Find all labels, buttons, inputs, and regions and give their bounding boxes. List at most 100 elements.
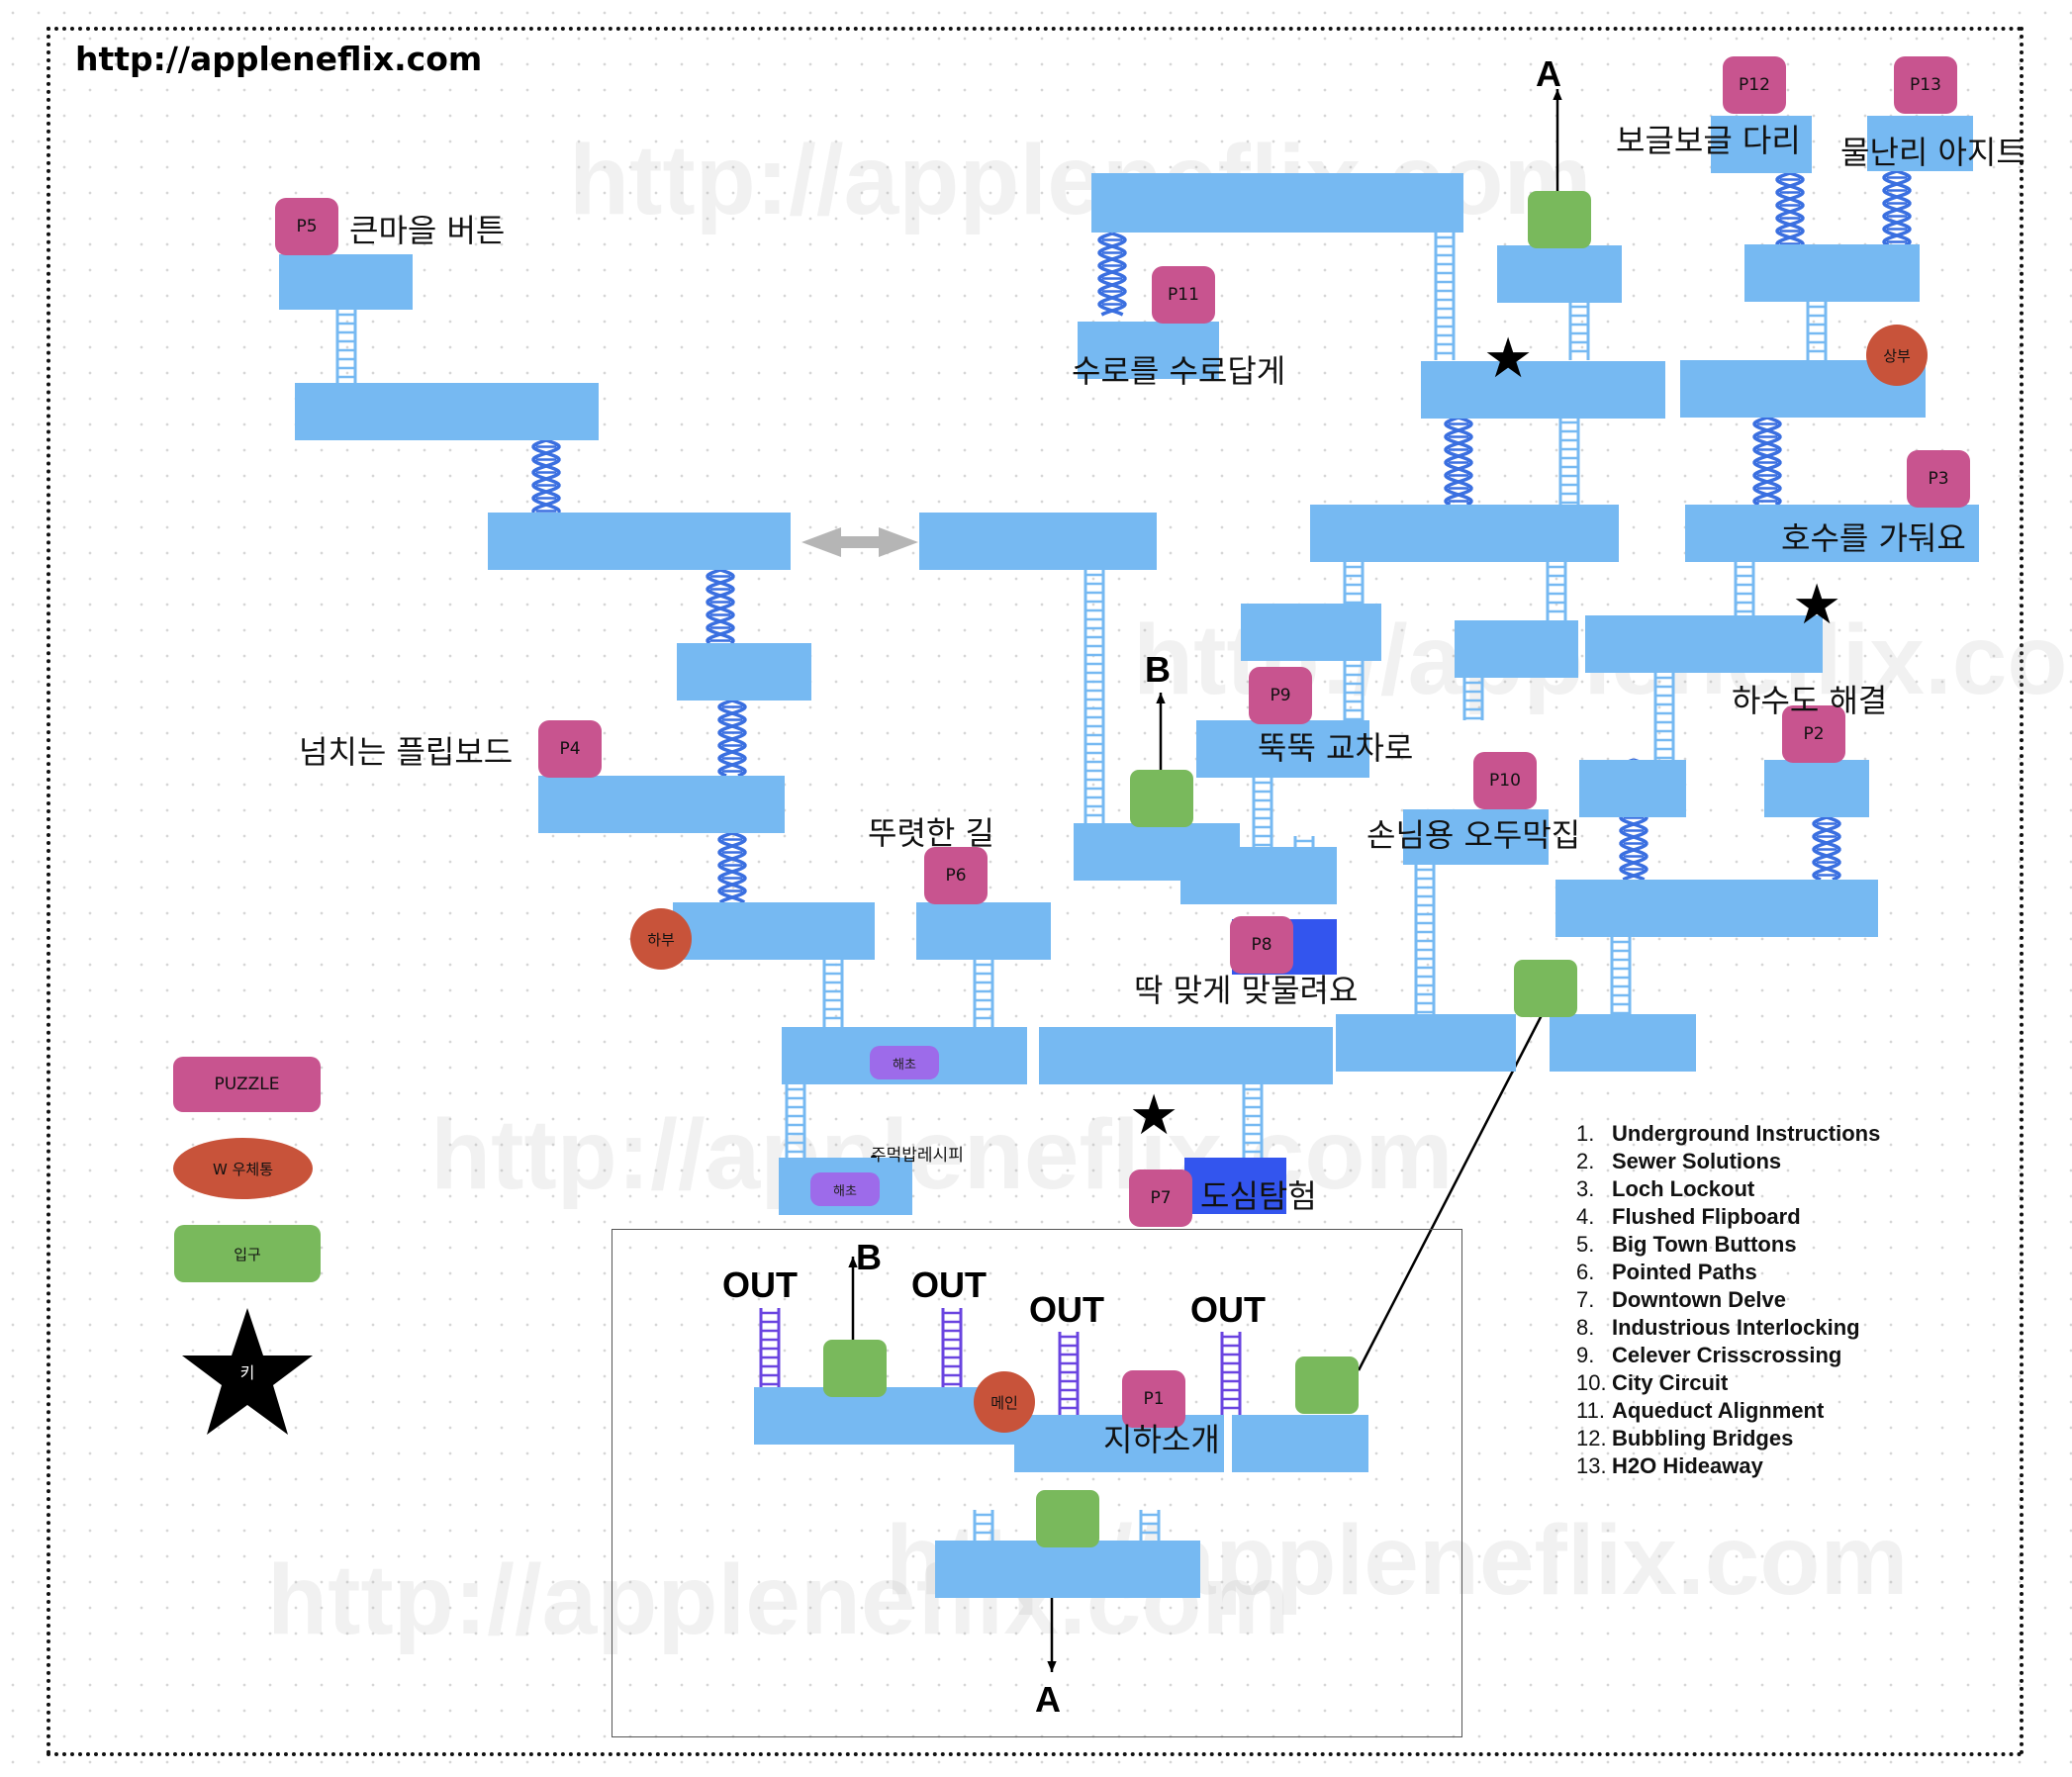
ladder-connector	[1806, 302, 1828, 360]
dna-helix-connector	[1752, 416, 1782, 507]
dna-helix-connector	[1812, 815, 1841, 882]
main-entrance-inset	[612, 1229, 1462, 1737]
link-a-arrow-head	[1553, 89, 1562, 101]
puzzle-p9[interactable]: P9	[1249, 667, 1312, 724]
entrance-box[interactable]	[1514, 960, 1577, 1017]
dna-helix-connector	[1882, 169, 1912, 247]
platform	[295, 383, 599, 440]
ladder-connector	[1139, 1510, 1161, 1541]
level-number: 11.	[1576, 1398, 1605, 1423]
route-line	[1357, 1014, 1544, 1371]
ladder-connector	[1058, 1332, 1080, 1417]
site-url[interactable]: http://appleneflix.com	[75, 40, 483, 78]
label-p7: 도심탐험	[1200, 1177, 1317, 1215]
mailbox-lower[interactable]: 하부	[630, 908, 692, 970]
entrance-box[interactable]	[1130, 770, 1193, 827]
legend-key-label: 키	[239, 1363, 255, 1382]
platform	[279, 254, 413, 310]
level-name: Sewer Solutions	[1612, 1149, 1782, 1173]
level-name: Loch Lockout	[1612, 1176, 1755, 1201]
ladder-connector	[973, 1510, 994, 1541]
level-list-item: 10.City Circuit	[1576, 1370, 1880, 1398]
seaweed-pill[interactable]: 해초	[810, 1172, 880, 1206]
puzzle-p6[interactable]: P6	[924, 847, 988, 904]
out-label: OUT	[1029, 1289, 1104, 1330]
platform	[1711, 116, 1812, 173]
link-b-top: B	[1145, 649, 1171, 690]
link-a-top: A	[1536, 53, 1561, 94]
mailbox-main[interactable]: 메인	[974, 1371, 1035, 1433]
platform	[935, 1541, 1200, 1598]
puzzle-p8[interactable]: P8	[1230, 916, 1293, 974]
puzzle-p10[interactable]: P10	[1473, 752, 1537, 809]
platform-highlight	[1184, 1158, 1286, 1214]
platform	[1579, 760, 1686, 817]
level-list-item: 1.Underground Instructions	[1576, 1121, 1880, 1149]
level-name: Flushed Flipboard	[1612, 1204, 1801, 1229]
level-name: Pointed Paths	[1612, 1260, 1757, 1284]
level-list-item: 7.Downtown Delve	[1576, 1287, 1880, 1315]
level-list-item: 11.Aqueduct Alignment	[1576, 1398, 1880, 1426]
entrance-box[interactable]	[823, 1340, 887, 1397]
ladder-connector	[1343, 661, 1365, 721]
platform	[1421, 361, 1665, 419]
platform	[1497, 245, 1622, 303]
ladder-connector	[1546, 562, 1567, 620]
puzzle-p1[interactable]: P1	[1122, 1370, 1185, 1428]
puzzle-p13[interactable]: P13	[1894, 56, 1957, 114]
platform	[1585, 615, 1823, 673]
platform	[1014, 1415, 1224, 1472]
platform	[1241, 604, 1381, 661]
level-list-item: 13.H2O Hideaway	[1576, 1453, 1880, 1481]
link-b-bottom: B	[856, 1237, 882, 1277]
puzzle-p11[interactable]: P11	[1152, 266, 1215, 324]
ladder-connector	[1434, 233, 1456, 360]
level-number: 3.	[1576, 1176, 1595, 1201]
puzzle-p5[interactable]: P5	[275, 198, 338, 255]
platform	[1403, 809, 1549, 865]
ladder-connector	[1083, 570, 1105, 823]
legend-entrance: 입구	[174, 1225, 321, 1282]
platform	[1455, 620, 1578, 678]
puzzle-p2[interactable]: P2	[1782, 705, 1845, 763]
puzzle-p7[interactable]: P7	[1129, 1169, 1192, 1227]
seaweed-pill[interactable]: 해초	[870, 1046, 939, 1079]
entrance-box[interactable]	[1295, 1356, 1359, 1414]
key-star-icon: ★	[1483, 327, 1534, 391]
mailbox-upper[interactable]: 상부	[1866, 325, 1928, 386]
label-p10: 손님용 오두막집	[1366, 816, 1581, 854]
puzzle-p12[interactable]: P12	[1723, 56, 1786, 114]
level-list-item: 5. Big Town Buttons	[1576, 1232, 1880, 1260]
level-name: Big Town Buttons	[1612, 1232, 1797, 1257]
label-p8: 딱 맞게 맞물려요	[1134, 972, 1359, 1009]
ladder-connector	[1252, 778, 1273, 847]
legend-key: 키	[178, 1304, 317, 1443]
link-a-arrow-head	[1047, 1660, 1057, 1672]
ladder-connector	[822, 960, 844, 1027]
dna-helix-connector	[1097, 232, 1127, 317]
platform	[1078, 322, 1219, 379]
entrance-box[interactable]	[1528, 191, 1591, 248]
level-number: 5.	[1576, 1232, 1595, 1257]
platform	[1091, 173, 1463, 233]
ladder-connector	[973, 960, 994, 1027]
platform	[1744, 244, 1920, 302]
recipe-note: 주먹밥레시피	[871, 1146, 964, 1166]
link-a-bottom: A	[1035, 1679, 1061, 1720]
label-p2: 하수도 해결	[1732, 682, 1888, 719]
level-number: 10.	[1576, 1370, 1607, 1395]
ladder-connector	[1568, 302, 1590, 360]
platform	[919, 513, 1157, 570]
puzzle-p4[interactable]: P4	[538, 720, 602, 778]
ladder-connector	[1734, 562, 1755, 615]
ladder-connector	[1653, 673, 1675, 760]
entrance-box[interactable]	[1036, 1490, 1099, 1547]
link-b-arrow-head	[848, 1257, 858, 1268]
level-number: 2.	[1576, 1149, 1595, 1173]
puzzle-p3[interactable]: P3	[1907, 450, 1970, 508]
level-list-item: 12.Bubbling Bridges	[1576, 1426, 1880, 1453]
level-number: 9.	[1576, 1343, 1595, 1367]
label-p12: 보글보글 다리	[1616, 122, 1801, 159]
